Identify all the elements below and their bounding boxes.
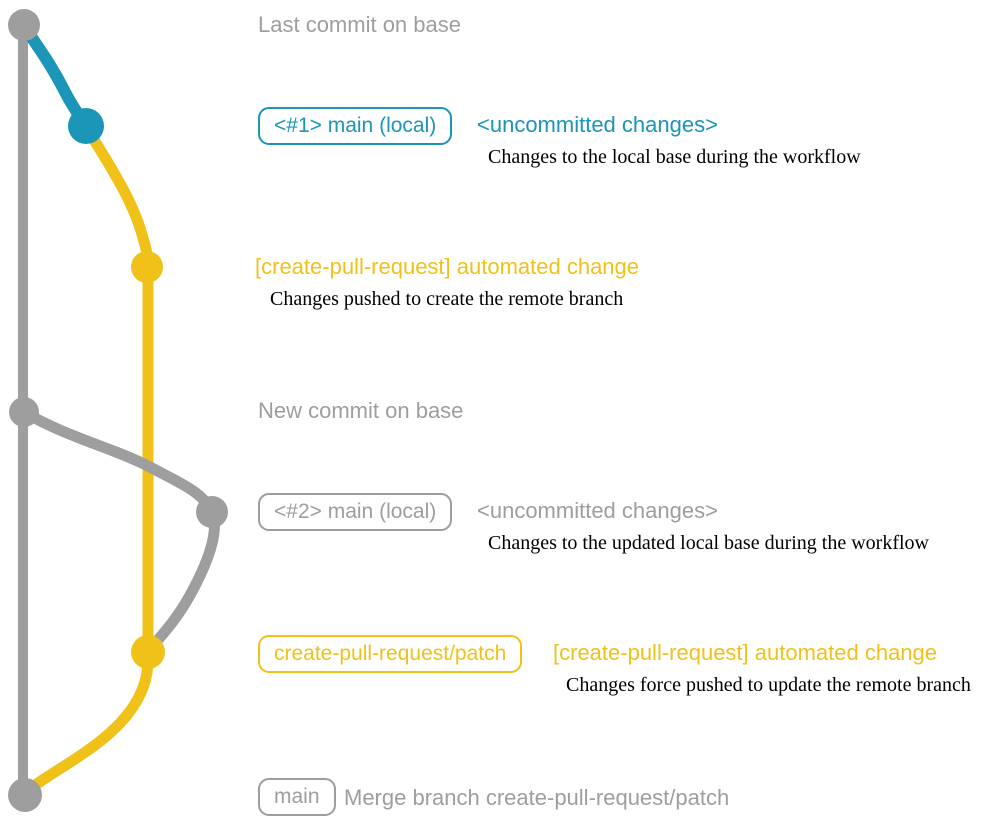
new-commit-label: New commit on base (258, 398, 464, 423)
automated-change-caption-2: [create-pull-request] automated change (553, 640, 938, 665)
commit-dot-uncommitted-2 (196, 496, 228, 528)
commit-dot-automated-2 (131, 635, 165, 669)
branch-badge-main: main (258, 778, 336, 816)
branch-badge-main-local-2: <#2> main (local) (258, 493, 453, 531)
annotation-updated-local-base-changes: Changes to the updated local base during… (488, 532, 929, 554)
annotation-local-base-changes: Changes to the local base during the wor… (488, 146, 861, 168)
commit-dot-last-commit (8, 9, 40, 41)
uncommitted-changes-caption-2: <uncommitted changes> (477, 498, 718, 523)
rebased-branch-path (18, 406, 220, 656)
commit-dot-uncommitted-1 (68, 108, 104, 144)
branch-badge-main-local-1: <#1> main (local) (258, 107, 453, 145)
merge-commit-caption: Merge branch create-pull-request/patch (344, 785, 730, 810)
annotation-force-pushed-update-branch: Changes force pushed to update the remot… (566, 674, 971, 696)
automated-change-caption-1: [create-pull-request] automated change (255, 254, 640, 279)
last-commit-label: Last commit on base (258, 12, 461, 37)
commit-dot-automated-1 (131, 251, 163, 283)
annotation-pushed-create-branch: Changes pushed to create the remote bran… (270, 288, 624, 310)
commit-dot-merge (8, 778, 42, 812)
commit-dot-new-commit (9, 397, 39, 427)
uncommitted-changes-caption-1: <uncommitted changes> (477, 112, 718, 137)
branch-badge-create-pull-request-patch: create-pull-request/patch (258, 635, 523, 673)
